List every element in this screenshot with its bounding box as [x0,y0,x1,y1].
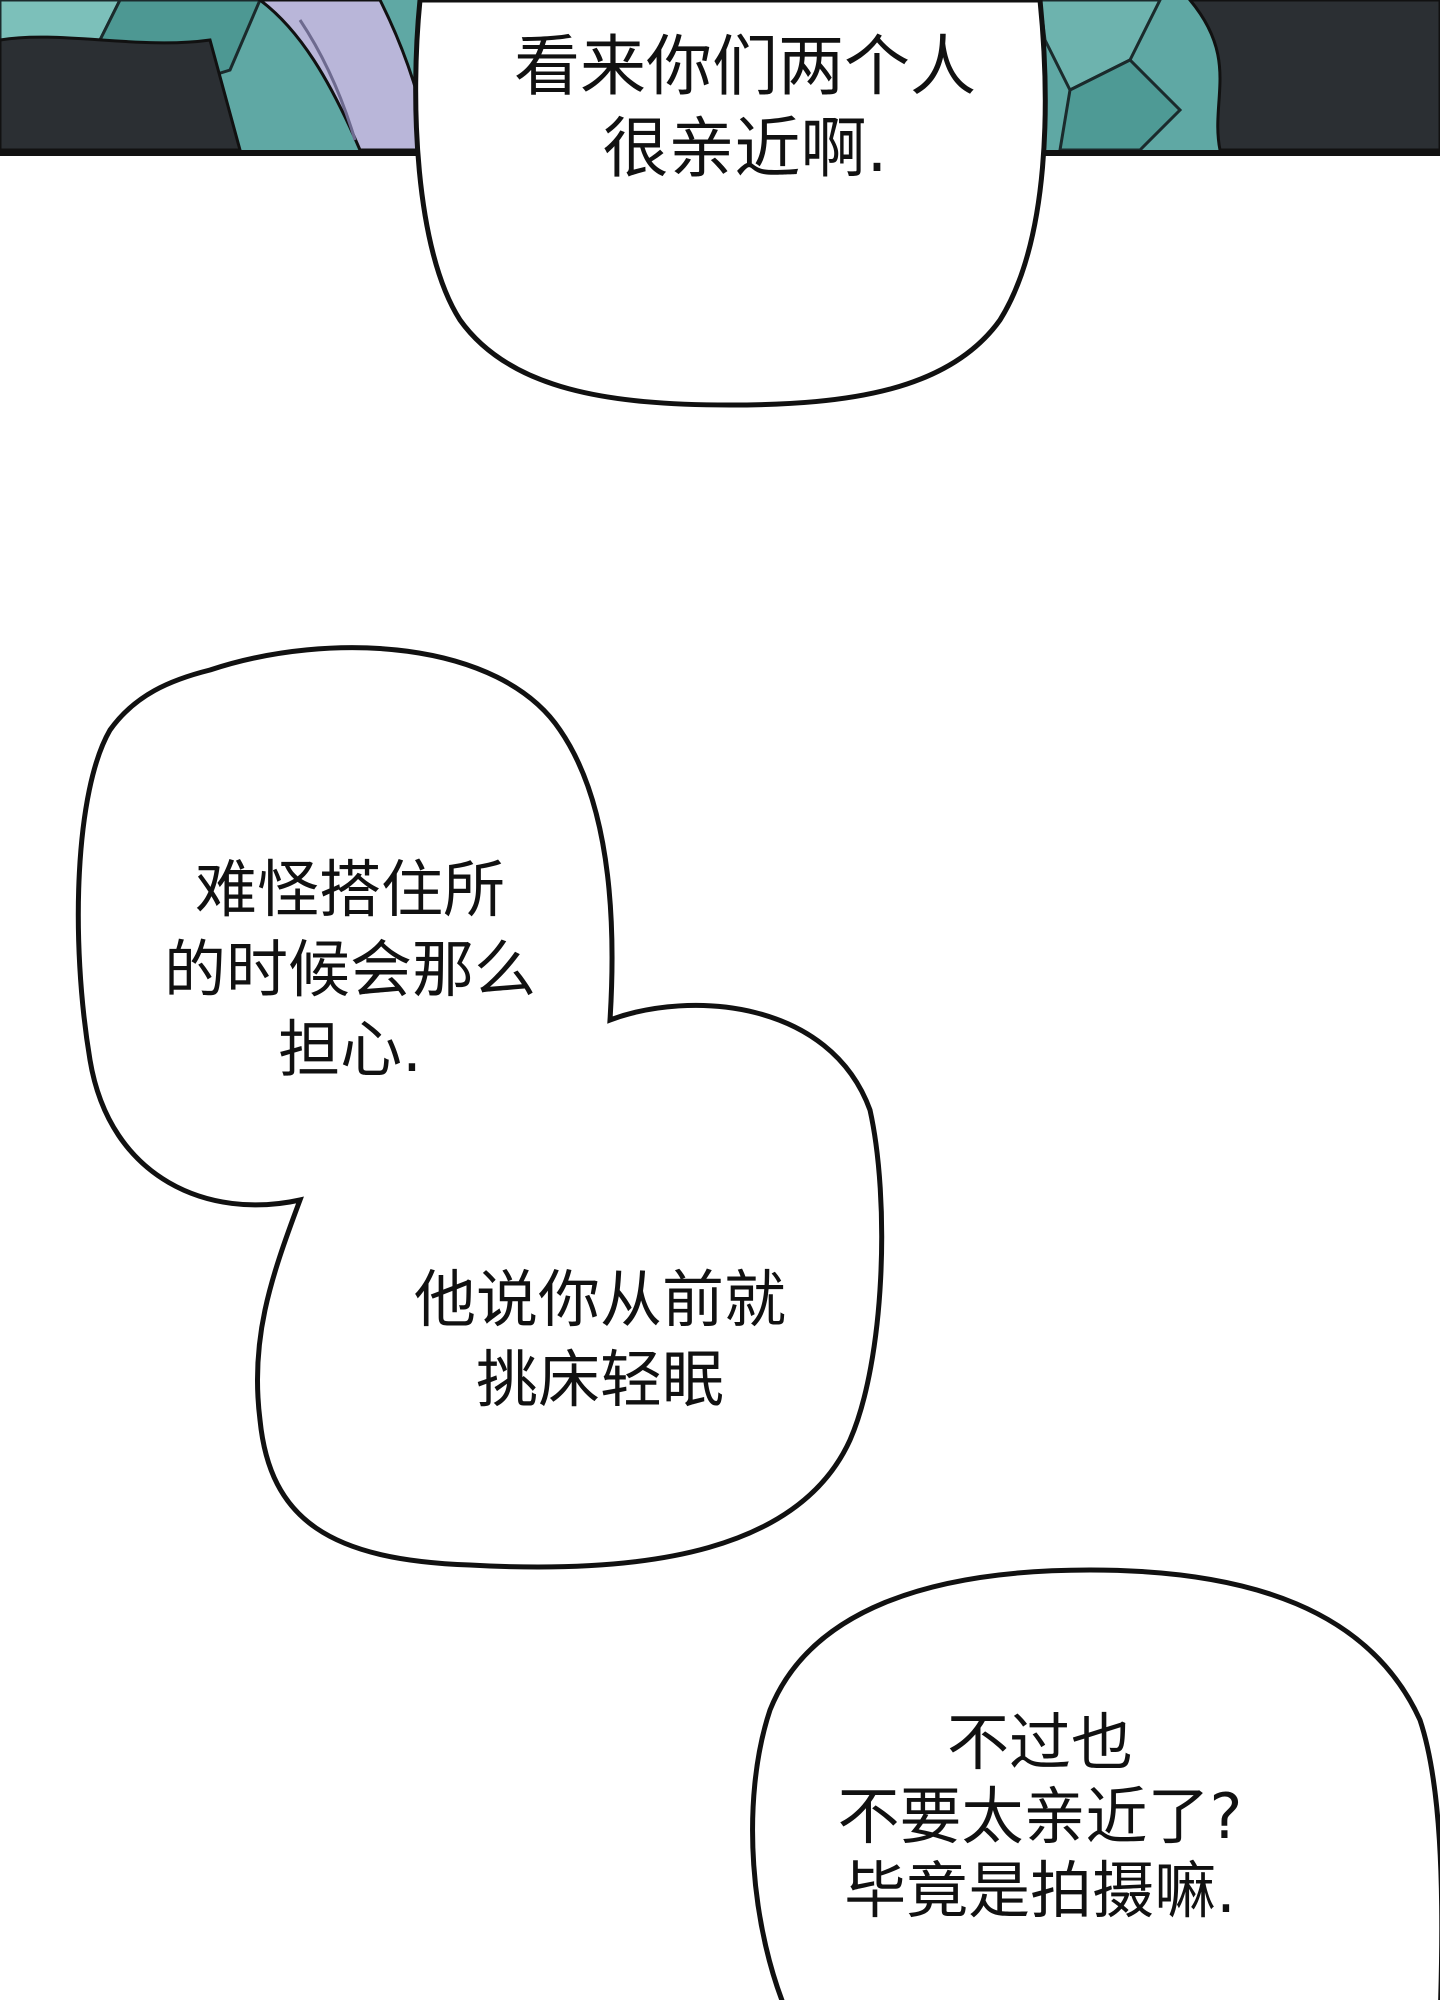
bubble-line: 挑床轻眠 [475,1343,724,1416]
bubble-line: 他说你从前就 [413,1263,786,1336]
bubble-1-text: 看来你们两个人 很亲近啊. [420,26,1070,190]
speech-bubble-1 [413,0,1048,408]
bubble-line: 看来你们两个人 [514,28,976,105]
speech-bubble-joined [75,645,885,1570]
bubble-2-text: 难怪搭住所 的时候会那么 担心. [110,850,590,1090]
bubble-line: 担心. [278,1013,422,1086]
speech-bubble-4 [750,1567,1440,2000]
bubble-line: 很亲近啊. [602,110,888,187]
bubble-line: 的时候会那么 [163,933,536,1006]
bubble-line: 不过也 [946,1706,1133,1779]
bubble-line: 不要太亲近了? [837,1780,1243,1853]
bubble-line: 毕竟是拍摄嘛. [844,1854,1236,1927]
bubble-line: 难怪搭住所 [194,853,505,926]
bubble-3-text: 他说你从前就 挑床轻眠 [340,1260,860,1420]
bubble-4-text: 不过也 不要太亲近了? 毕竟是拍摄嘛. [750,1706,1330,1928]
